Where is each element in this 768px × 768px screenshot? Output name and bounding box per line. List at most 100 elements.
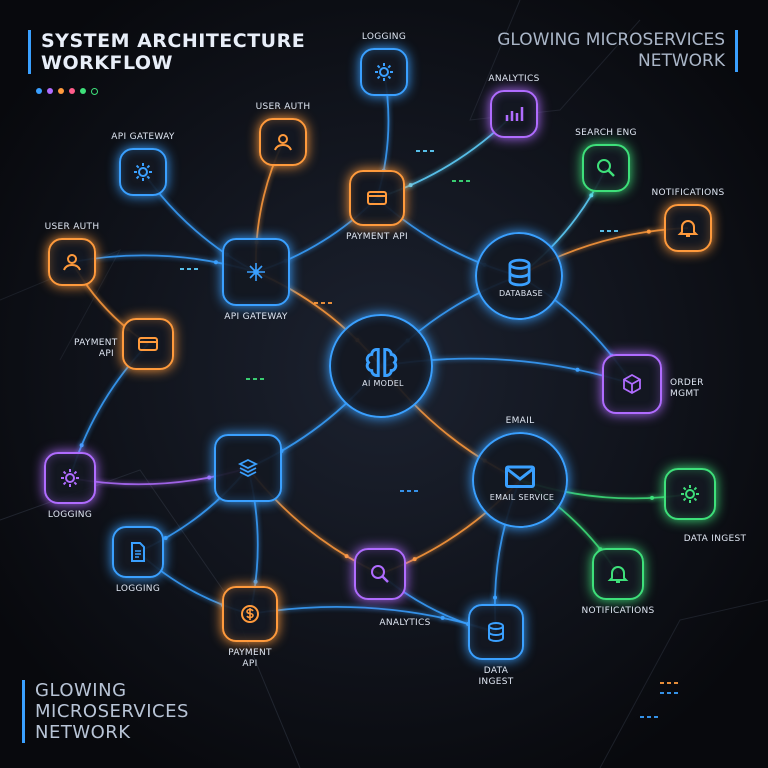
search-icon bbox=[368, 562, 392, 586]
decor-dash bbox=[647, 716, 651, 718]
edge-arrow-marker bbox=[408, 183, 413, 188]
decor-dash bbox=[660, 692, 664, 694]
node-inner-label: DATABASE bbox=[498, 289, 544, 298]
brain-icon bbox=[362, 343, 401, 382]
decor-dash bbox=[607, 230, 611, 232]
node-payment-api-left[interactable] bbox=[122, 318, 174, 370]
node-label: API GATEWAY bbox=[224, 312, 288, 322]
decor-dash bbox=[328, 302, 332, 304]
gear-icon bbox=[372, 60, 396, 84]
edge-arrow-marker bbox=[440, 615, 445, 620]
title-top-left-line1: SYSTEM ARCHITECTURE bbox=[41, 30, 306, 52]
decor-dash bbox=[314, 302, 318, 304]
node-label: EMAIL bbox=[505, 416, 535, 426]
color-dots bbox=[36, 88, 98, 95]
node-label: USER AUTH bbox=[44, 222, 100, 232]
edge-arrow-marker bbox=[207, 475, 212, 480]
title-top-left: SYSTEM ARCHITECTURE WORKFLOW bbox=[28, 30, 341, 74]
node-api-gateway-top[interactable] bbox=[119, 148, 167, 196]
node-analytics-top[interactable] bbox=[490, 90, 538, 138]
node-label: USER AUTH bbox=[255, 102, 311, 112]
node-logging-bottom[interactable] bbox=[112, 526, 164, 578]
search-icon bbox=[594, 156, 618, 180]
node-api-gateway-mid[interactable] bbox=[222, 238, 290, 306]
decor-dash bbox=[416, 150, 420, 152]
node-search-eng[interactable] bbox=[582, 144, 630, 192]
edge-arrow-marker bbox=[589, 193, 594, 198]
decor-dash bbox=[660, 682, 664, 684]
edge-arrow-marker bbox=[79, 443, 84, 448]
node-label: SEARCH ENG bbox=[575, 128, 637, 138]
node-center-hub[interactable] bbox=[214, 434, 282, 502]
node-data-ingest-right[interactable] bbox=[664, 468, 716, 520]
node-payment-api-bottom[interactable] bbox=[222, 586, 278, 642]
node-label: LOGGING bbox=[115, 584, 161, 594]
node-notifications-top[interactable] bbox=[664, 204, 712, 252]
bar-chart-icon bbox=[502, 102, 526, 126]
title-top-right-line2: NETWORK bbox=[638, 51, 725, 71]
node-label: DATA INGEST bbox=[683, 534, 747, 544]
decor-dash bbox=[246, 378, 250, 380]
edge-arrow-marker bbox=[163, 536, 168, 541]
node-label: PAYMENT API bbox=[74, 338, 118, 359]
title-top-right-line1: GLOWING MICROSERVICES bbox=[497, 30, 725, 50]
decor-dash bbox=[667, 692, 671, 694]
edge-arrow-marker bbox=[493, 595, 498, 600]
user-icon bbox=[271, 130, 295, 154]
node-label: PAYMENT API bbox=[228, 648, 272, 669]
node-label: LOGGING bbox=[361, 32, 407, 42]
title-top-right: GLOWING MICROSERVICES NETWORK bbox=[425, 30, 738, 72]
marble-streak bbox=[0, 248, 122, 361]
edge-arrow-marker bbox=[253, 579, 258, 584]
node-label: NOTIFICATIONS bbox=[651, 188, 725, 198]
decor-dash bbox=[187, 268, 191, 270]
bell-icon bbox=[606, 562, 630, 586]
decor-dash bbox=[414, 490, 418, 492]
decor-dash bbox=[466, 180, 470, 182]
node-logging-left[interactable] bbox=[44, 452, 96, 504]
node-user-auth-top[interactable] bbox=[259, 118, 307, 166]
gear-icon bbox=[678, 482, 702, 506]
decor-dash bbox=[321, 302, 325, 304]
decor-dash bbox=[194, 268, 198, 270]
node-email[interactable]: EMAIL SERVICE bbox=[472, 432, 568, 528]
decor-dash bbox=[407, 490, 411, 492]
decor-dash bbox=[674, 682, 678, 684]
title-bottom-left-line1: GLOWING bbox=[35, 680, 127, 701]
node-notifications-bottom[interactable] bbox=[592, 548, 644, 600]
decor-dash bbox=[654, 716, 658, 718]
decor-dash bbox=[614, 230, 618, 232]
node-user-auth-left[interactable] bbox=[48, 238, 96, 286]
database-icon bbox=[484, 620, 508, 644]
node-payment-api-top[interactable] bbox=[349, 170, 405, 226]
gear-icon bbox=[58, 466, 82, 490]
edge-arrow-marker bbox=[650, 495, 655, 500]
node-label: DATA INGEST bbox=[478, 666, 514, 687]
decor-dash bbox=[430, 150, 434, 152]
node-data-ingest-bottom[interactable] bbox=[468, 604, 524, 660]
database-icon bbox=[503, 256, 536, 289]
dot bbox=[80, 88, 86, 94]
node-label: ORDER MGMT bbox=[670, 378, 704, 399]
node-analytics-bottom[interactable] bbox=[354, 548, 406, 600]
mail-icon bbox=[502, 458, 538, 494]
node-ai-model[interactable]: AI MODEL bbox=[329, 314, 433, 418]
node-label: NOTIFICATIONS bbox=[581, 606, 655, 616]
node-logging-top[interactable] bbox=[360, 48, 408, 96]
node-order-mgmt[interactable] bbox=[602, 354, 662, 414]
user-icon bbox=[60, 250, 84, 274]
title-bottom-left: GLOWING MICROSERVICES NETWORK bbox=[22, 680, 275, 743]
decor-dash bbox=[674, 692, 678, 694]
edge-arrow-marker bbox=[412, 557, 417, 562]
title-bottom-left-line2: MICROSERVICES bbox=[35, 701, 189, 722]
decor-dash bbox=[667, 682, 671, 684]
decor-dash bbox=[640, 716, 644, 718]
dot bbox=[36, 88, 42, 94]
dot bbox=[69, 88, 75, 94]
decor-dash bbox=[459, 180, 463, 182]
layers-icon bbox=[236, 456, 260, 480]
node-inner-label: AI MODEL bbox=[362, 379, 404, 388]
node-label: LOGGING bbox=[47, 510, 93, 520]
node-database[interactable]: DATABASE bbox=[475, 232, 563, 320]
node-label: ANALYTICS bbox=[379, 618, 431, 628]
